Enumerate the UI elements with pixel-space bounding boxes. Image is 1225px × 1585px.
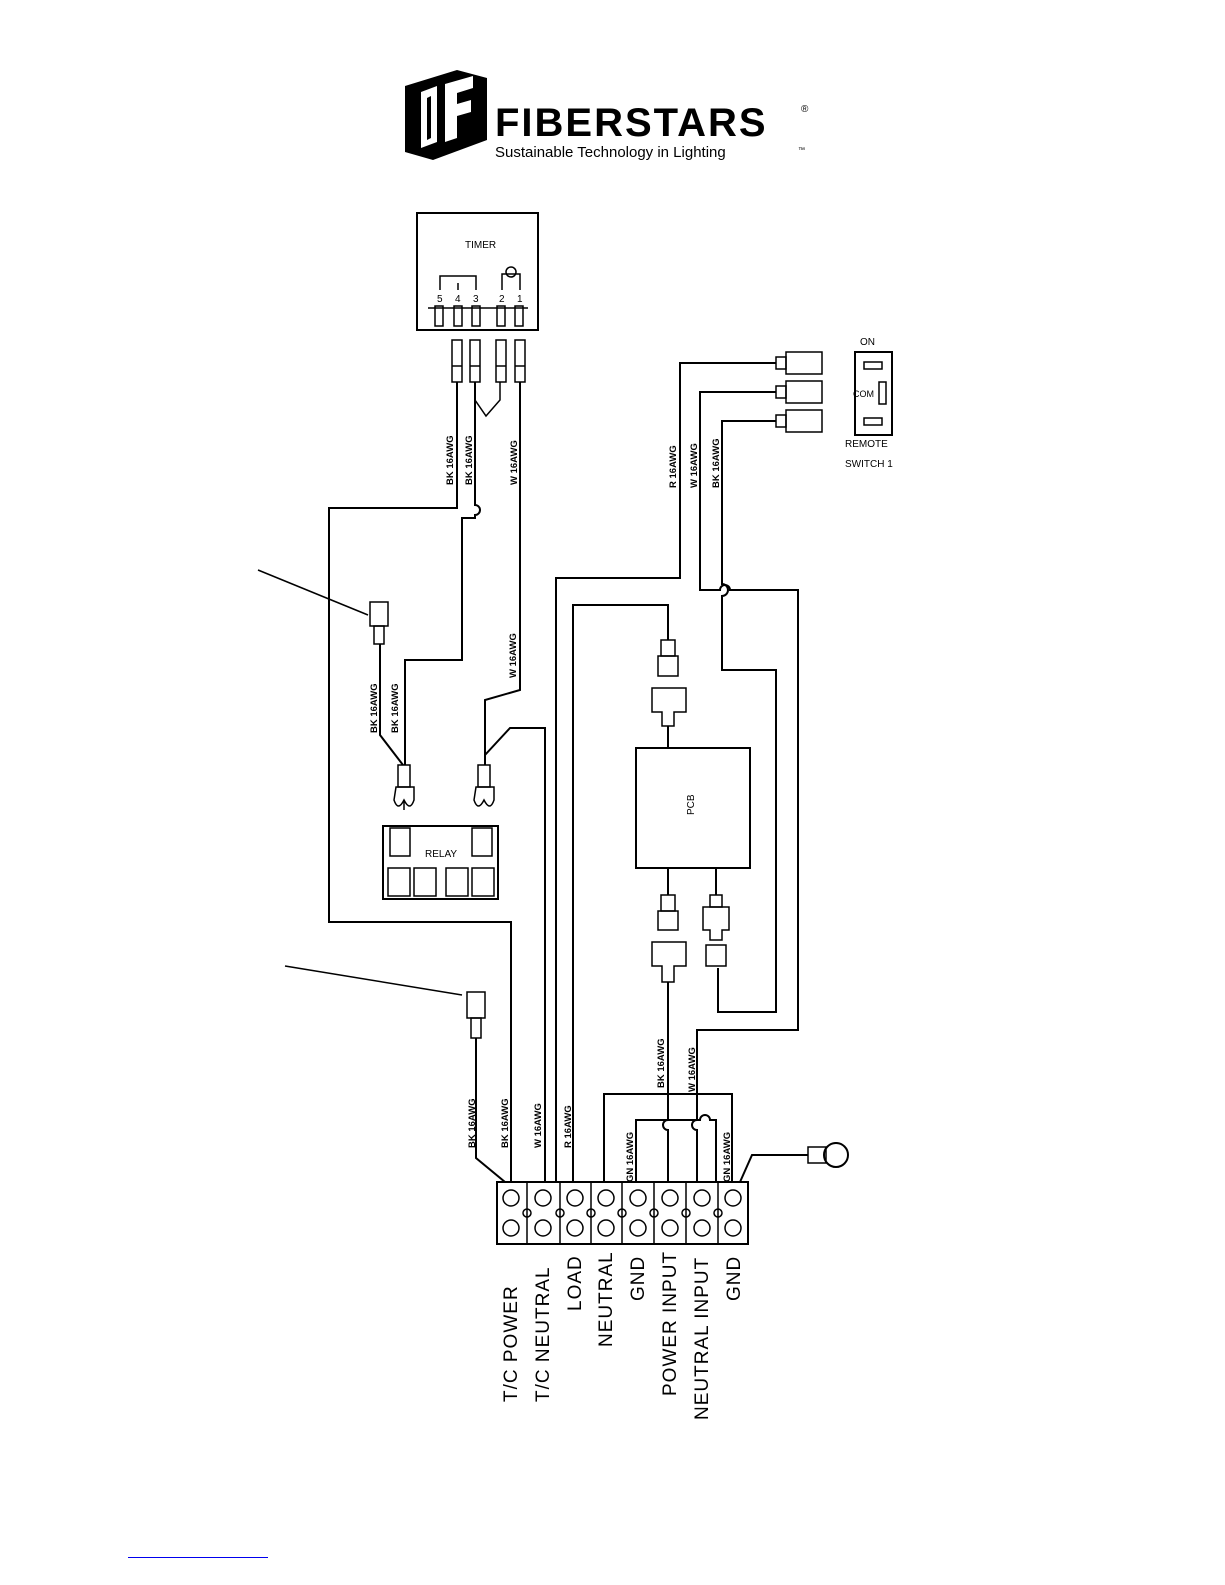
pcb-body (635, 747, 751, 869)
spare-connector-lower: BK 16AWG BK 16AWG (284, 965, 511, 1183)
spare-connector-upper: BK 16AWG BK 16AWG (257, 569, 404, 766)
brand-name: FIBERSTARS (495, 101, 768, 145)
timer-motor-bracket (501, 273, 521, 290)
ground-ring-icon (823, 1142, 849, 1168)
wire-label: GN 16AWG (625, 1132, 636, 1182)
trademark-mark: ™ (798, 147, 805, 154)
wire-label: W 16AWG (687, 1047, 698, 1092)
switch-body (854, 351, 893, 436)
wire-label: BK 16AWG (656, 1038, 667, 1088)
pcb-wires (572, 604, 687, 1182)
terminal-block-body (496, 1181, 749, 1245)
wire-label: BK 16AWG (711, 438, 722, 488)
timer-pin-5: 5 (437, 294, 443, 305)
timer-pin-3: 3 (473, 294, 479, 305)
timer-label: TIMER (465, 240, 496, 251)
terminal-label-neutral-input: NEUTRAL INPUT (692, 1257, 713, 1420)
pcb-bottom-connectors: BK 16AWG W 16AWG (651, 868, 730, 1182)
terminal-label-power-input: POWER INPUT (660, 1251, 681, 1396)
terminal-label-gnd-2: GND (724, 1256, 745, 1301)
terminal-label-tc-neutral: T/C NEUTRAL (533, 1266, 554, 1402)
wire-label: BK 16AWG (467, 1098, 478, 1148)
pcb-label: PCB (686, 794, 697, 815)
wire-label: BK 16AWG (500, 1098, 511, 1148)
switch-connectors (775, 351, 823, 433)
relay-label: RELAY (425, 849, 457, 860)
pointer-line (257, 569, 369, 616)
timer-wires (328, 382, 521, 1182)
timer-connectors (451, 339, 526, 418)
wire-label: GN 16AWG (722, 1132, 733, 1182)
switch-remote-label: REMOTE (845, 439, 888, 450)
terminal-block (496, 1181, 749, 1245)
timer-contact-symbol (439, 275, 477, 290)
switch-com-label: COM (853, 389, 874, 399)
fiberstars-logo: FIBERSTARS ® Sustainable Technology in L… (405, 70, 809, 161)
timer-pin-4: 4 (455, 294, 461, 305)
switch-wires: R 16AWG W 16AWG BK 16AWG (555, 362, 799, 1182)
timer-body (416, 212, 539, 331)
registered-mark: ® (801, 104, 809, 115)
wire-label: R 16AWG (563, 1105, 574, 1148)
terminal-labels: T/C POWER T/C NEUTRAL LOAD NEUTRAL GND P… (501, 1251, 745, 1420)
wire-label: BK 16AWG (369, 683, 380, 733)
wire-label: BK 16AWG (390, 683, 401, 733)
timer-wire-labels: BK 16AWG BK 16AWG W 16AWG W 16AWG (445, 435, 520, 678)
timer-motor-icon (505, 266, 517, 278)
wire-label: W 16AWG (533, 1103, 544, 1148)
switch-on-label: ON (860, 337, 875, 348)
timer-pin-2: 2 (499, 294, 505, 305)
fiberstars-mark-icon (405, 70, 487, 160)
terminal-label-neutral: NEUTRAL (596, 1251, 617, 1347)
relay: RELAY (382, 825, 499, 900)
terminal-label-gnd: GND (628, 1256, 649, 1301)
switch-number-label: SWITCH 1 (845, 459, 893, 470)
relay-body (382, 825, 499, 900)
remote-switch: ON COM REMOTE SWITCH 1 (845, 337, 893, 470)
terminal-wires: W 16AWG R 16AWG GN 16AWG GN 16AWG (533, 1093, 849, 1183)
wire-label: W 16AWG (508, 633, 519, 678)
timer: TIMER 5 4 3 2 1 (416, 212, 539, 331)
terminal-label-load: LOAD (565, 1255, 586, 1311)
wire-label: BK 16AWG (464, 435, 475, 485)
terminal-screws (502, 1189, 742, 1237)
footer-rule (128, 1557, 268, 1558)
timer-terminal-slots (434, 305, 524, 327)
wire-label: W 16AWG (509, 440, 520, 485)
wire-label: R 16AWG (668, 445, 679, 488)
pcb: PCB (635, 747, 751, 869)
relay-spade-connectors (393, 727, 546, 1182)
wire-label: BK 16AWG (445, 435, 456, 485)
timer-pins: 5 4 3 2 1 (437, 294, 523, 305)
brand-tagline: Sustainable Technology in Lighting (495, 144, 726, 161)
terminal-label-tc-power: T/C POWER (501, 1285, 522, 1402)
timer-pin-1: 1 (517, 294, 523, 305)
pointer-line (284, 965, 463, 996)
wire-label: W 16AWG (689, 443, 700, 488)
